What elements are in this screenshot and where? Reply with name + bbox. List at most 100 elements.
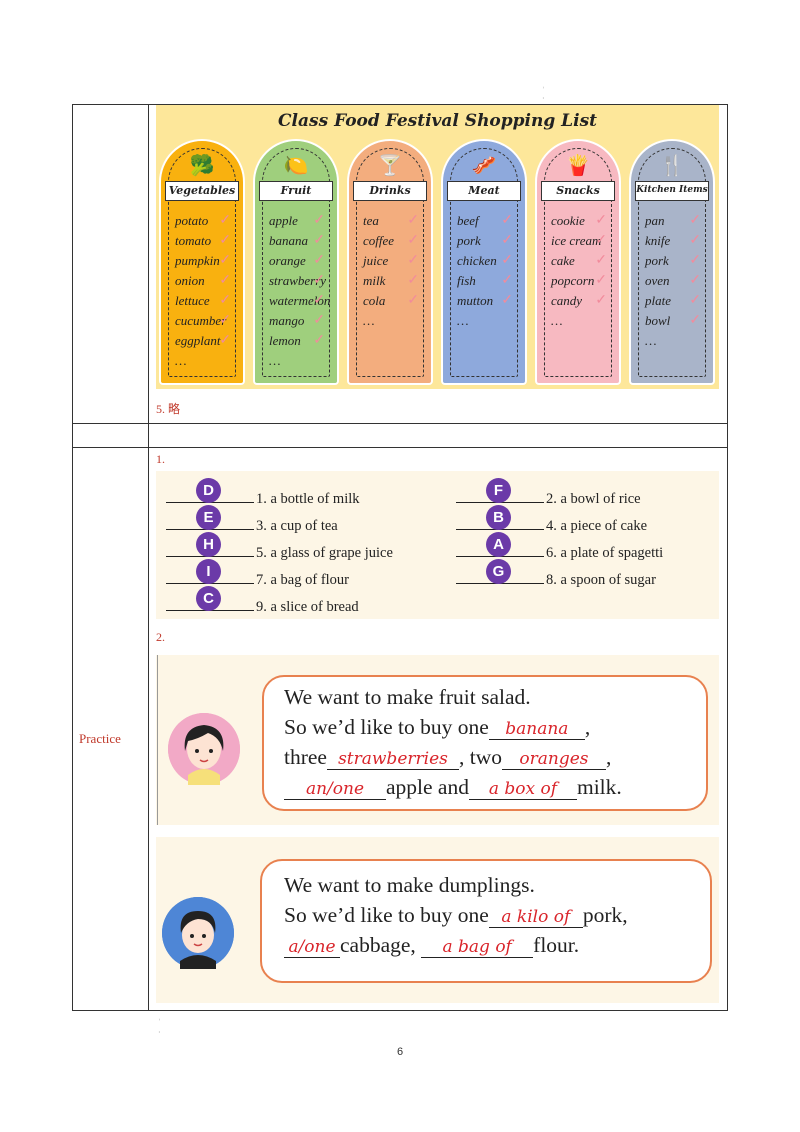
girl-speech-bubble: [262, 675, 708, 811]
answer-letter-badge: G: [486, 559, 511, 584]
list-item: tea✓: [363, 211, 427, 231]
check-mark-icon: ✓: [219, 333, 231, 348]
check-mark-icon: ✓: [313, 253, 325, 268]
list-item-text: coffee: [363, 233, 395, 248]
check-mark-icon: ✓: [501, 233, 513, 248]
panel-left-border: [157, 655, 158, 825]
answer-letter-badge: B: [486, 505, 511, 530]
list-item: …: [457, 311, 521, 331]
check-mark-icon: ✓: [595, 293, 607, 308]
list-item-text: …: [363, 313, 375, 328]
lime-icon: 🍋: [283, 155, 309, 177]
list-item: bowl✓: [645, 311, 709, 331]
column-dashed-border: [544, 148, 612, 377]
list-item-text: apple: [269, 213, 298, 228]
list-item-text: cookie: [551, 213, 585, 228]
paragraph-mark: ·: [158, 1028, 161, 1037]
list-item: …: [551, 311, 615, 331]
list-item: potato✓: [175, 211, 239, 231]
list-item: watermelon✓: [269, 291, 333, 311]
list-item: lettuce ✓: [175, 291, 239, 311]
matching-item: 9. a slice of bread: [166, 599, 359, 616]
lesson-table: Class Food Festival Shopping List 🥦Veget…: [72, 104, 728, 1011]
column-heading: Drinks: [353, 181, 427, 201]
list-item: cookie✓: [551, 211, 615, 231]
list-item-text: lemon: [269, 333, 301, 348]
column-divider: [148, 105, 149, 1010]
shopping-list-title: Class Food Festival Shopping List: [278, 111, 597, 131]
check-mark-icon: ✓: [219, 293, 231, 308]
matching-item-text: 8. a spoon of sugar: [546, 572, 656, 588]
list-item-text: juice: [363, 253, 389, 268]
matching-item-text: 9. a slice of bread: [256, 599, 359, 615]
paragraph-mark: ˒: [158, 1014, 161, 1023]
check-mark-icon: ✓: [689, 253, 701, 268]
page-number: 6: [396, 1046, 404, 1058]
chips-icon: 🍟: [565, 155, 591, 177]
girl-line-1: We want to make fruit salad.: [284, 685, 531, 709]
bacon-icon: 🥓: [471, 155, 497, 177]
list-item-text: pan: [645, 213, 665, 228]
list-item-text: potato: [175, 213, 209, 228]
check-mark-icon: ✓: [501, 253, 513, 268]
check-mark-icon: ✓: [501, 293, 513, 308]
list-item-text: ice cream: [551, 233, 602, 248]
answer-an-one[interactable]: an/one: [284, 779, 386, 800]
answer-a-kilo-of[interactable]: a kilo of: [488, 907, 583, 928]
row-divider: [73, 423, 727, 424]
answer-oranges[interactable]: oranges: [501, 749, 606, 770]
boy-speech-bubble: [260, 859, 712, 983]
list-item: popcorn✓: [551, 271, 615, 291]
column-items: tea✓coffee✓ juice ✓milk✓cola✓ …: [363, 211, 427, 331]
vegetables-icon: 🥦: [189, 155, 215, 177]
exercise-1-number: 1.: [156, 452, 165, 466]
check-mark-icon: ✓: [313, 333, 325, 348]
check-mark-icon: ✓: [689, 293, 701, 308]
list-item-text: …: [175, 353, 187, 368]
list-item: pork✓: [457, 231, 521, 251]
list-item: beef✓: [457, 211, 521, 231]
list-item-text: pumpkin: [175, 253, 220, 268]
answer-strawberries[interactable]: strawberries: [326, 749, 459, 770]
list-item: milk✓: [363, 271, 427, 291]
answer-a-bag-of[interactable]: a bag of: [421, 937, 534, 958]
list-item: coffee✓: [363, 231, 427, 251]
list-item: pork✓: [645, 251, 709, 271]
cocktail-icon: 🍸: [377, 155, 403, 177]
check-mark-icon: ✓: [313, 273, 325, 288]
list-item: onion✓: [175, 271, 239, 291]
list-item: pumpkin✓: [175, 251, 239, 271]
list-item: fish✓: [457, 271, 521, 291]
paragraph-mark: ·: [542, 94, 545, 103]
column-dashed-border: [168, 148, 236, 377]
list-item-text: watermelon: [269, 293, 331, 308]
list-item: candy✓: [551, 291, 615, 311]
check-mark-icon: ✓: [407, 273, 419, 288]
list-item: cola✓: [363, 291, 427, 311]
check-mark-icon: ✓: [689, 273, 701, 288]
list-item-text: lettuce: [175, 293, 210, 308]
list-item: oven✓: [645, 271, 709, 291]
answer-a-one[interactable]: a/one: [284, 937, 340, 958]
exercise-2-number: 2.: [156, 630, 165, 644]
list-item-text: …: [457, 313, 469, 328]
matching-item: 4. a piece of cake: [456, 518, 647, 535]
matching-item-text: 3. a cup of tea: [256, 518, 338, 534]
boy-avatar-icon: [162, 897, 234, 969]
check-mark-icon: ✓: [219, 313, 231, 328]
answer-a-box-of[interactable]: a box of: [468, 779, 577, 800]
answer-letter-badge: A: [486, 532, 511, 557]
answer-banana[interactable]: banana: [488, 719, 585, 740]
list-item-text: chicken: [457, 253, 497, 268]
list-item-text: popcorn: [551, 273, 595, 288]
list-item-text: cucumber: [175, 313, 227, 328]
list-item-text: …: [551, 313, 563, 328]
list-item: …: [269, 351, 333, 371]
check-mark-icon: ✓: [595, 273, 607, 288]
shopping-list-image: Class Food Festival Shopping List 🥦Veget…: [156, 105, 719, 389]
